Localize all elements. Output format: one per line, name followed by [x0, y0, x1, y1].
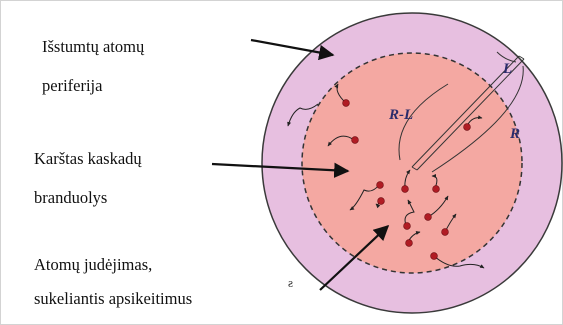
atom — [402, 186, 409, 193]
atom — [378, 198, 385, 205]
periphery-label-line2: periferija — [42, 76, 102, 96]
atom — [431, 253, 438, 260]
atom — [425, 214, 432, 221]
label-outer-band: L — [502, 61, 512, 77]
periphery-label-line1: Išstumtų atomų — [42, 37, 144, 57]
atom — [433, 186, 440, 193]
atom — [404, 223, 411, 230]
atom — [442, 229, 449, 236]
stray-mark: ƨ — [288, 275, 293, 290]
core-label-line1: Karštas kaskadų — [34, 149, 142, 169]
label-core-radius: R — [509, 126, 520, 142]
atom — [464, 124, 471, 131]
atom — [352, 137, 359, 144]
atom — [406, 240, 413, 247]
label-inner-radius: R-L — [388, 107, 413, 123]
atom — [377, 182, 384, 189]
cascade-core — [302, 53, 522, 273]
core-label-line2: branduolys — [34, 188, 107, 208]
atom — [343, 100, 350, 107]
motion-label-line2: sukeliantis apsikeitimus — [34, 289, 192, 309]
motion-label-line1: Atomų judėjimas, — [34, 255, 152, 275]
